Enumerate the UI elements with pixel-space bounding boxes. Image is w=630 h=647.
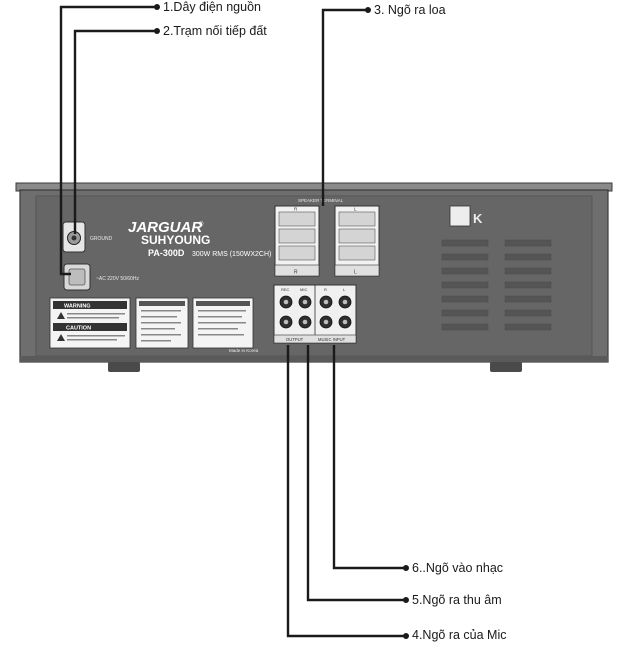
ac-input-label: ~AC 220V 50/60Hz <box>96 276 139 282</box>
callout-mic-output: 4.Ngõ ra của Mic <box>412 628 507 642</box>
jack-label-rec: REC <box>281 287 290 292</box>
jack-label-l: L <box>343 287 346 292</box>
jack-label-mic: MIC <box>300 287 307 292</box>
leader-lines <box>59 5 406 638</box>
power-rating: 300W RMS (150WX2CH) <box>192 251 271 258</box>
output-group-label: OUTPUT <box>286 337 304 342</box>
terminal-right-letter-bottom: R <box>294 270 298 276</box>
registered-mark: ® <box>199 221 204 228</box>
maker-logo: SUHYOUNG <box>141 233 210 247</box>
chassis-bottom-edge <box>20 356 608 362</box>
speaker-terminal-right <box>274 205 320 277</box>
warning-heading: WARNING <box>64 304 91 310</box>
terminal-left-letter: L <box>354 207 357 212</box>
left-foot <box>108 362 140 372</box>
ground-label: GROUND <box>90 236 113 242</box>
instruction-label-panel <box>192 297 254 349</box>
cert-mark-box <box>449 205 471 227</box>
ventilation-slots <box>441 239 552 331</box>
speaker-terminal-label: SPEAKER TERMINAL <box>298 198 344 203</box>
callout-power-cord: 1.Dây điện nguồn <box>163 0 261 14</box>
model-name: PA-300D <box>148 248 185 258</box>
jack-label-r: R <box>324 287 327 292</box>
callout-record-output: 5.Ngõ ra thu âm <box>412 593 502 607</box>
spec-label-panel <box>135 297 189 349</box>
cert-k-icon: K <box>473 211 483 226</box>
callout-ground-terminal: 2.Trạm nối tiếp đất <box>163 24 267 38</box>
warning-label-panel <box>49 297 131 349</box>
terminal-right-letter: R <box>294 207 298 212</box>
speaker-terminal-left <box>334 205 380 277</box>
caution-heading: CAUTION <box>66 326 91 332</box>
rca-jack-block <box>273 284 357 344</box>
callout-speaker-output: 3. Ngõ ra loa <box>374 3 446 17</box>
right-foot <box>490 362 522 372</box>
brand-logo: JARGUAR <box>128 219 202 236</box>
leader-dots <box>154 4 409 639</box>
callout-music-input: 6..Ngõ vào nhạc <box>412 561 504 575</box>
power-inlet <box>63 263 91 291</box>
made-in-label: Made in Korea <box>229 348 259 353</box>
terminal-left-letter-bottom: L <box>354 270 357 276</box>
music-input-group-label: MUSIC INPUT <box>318 337 346 342</box>
